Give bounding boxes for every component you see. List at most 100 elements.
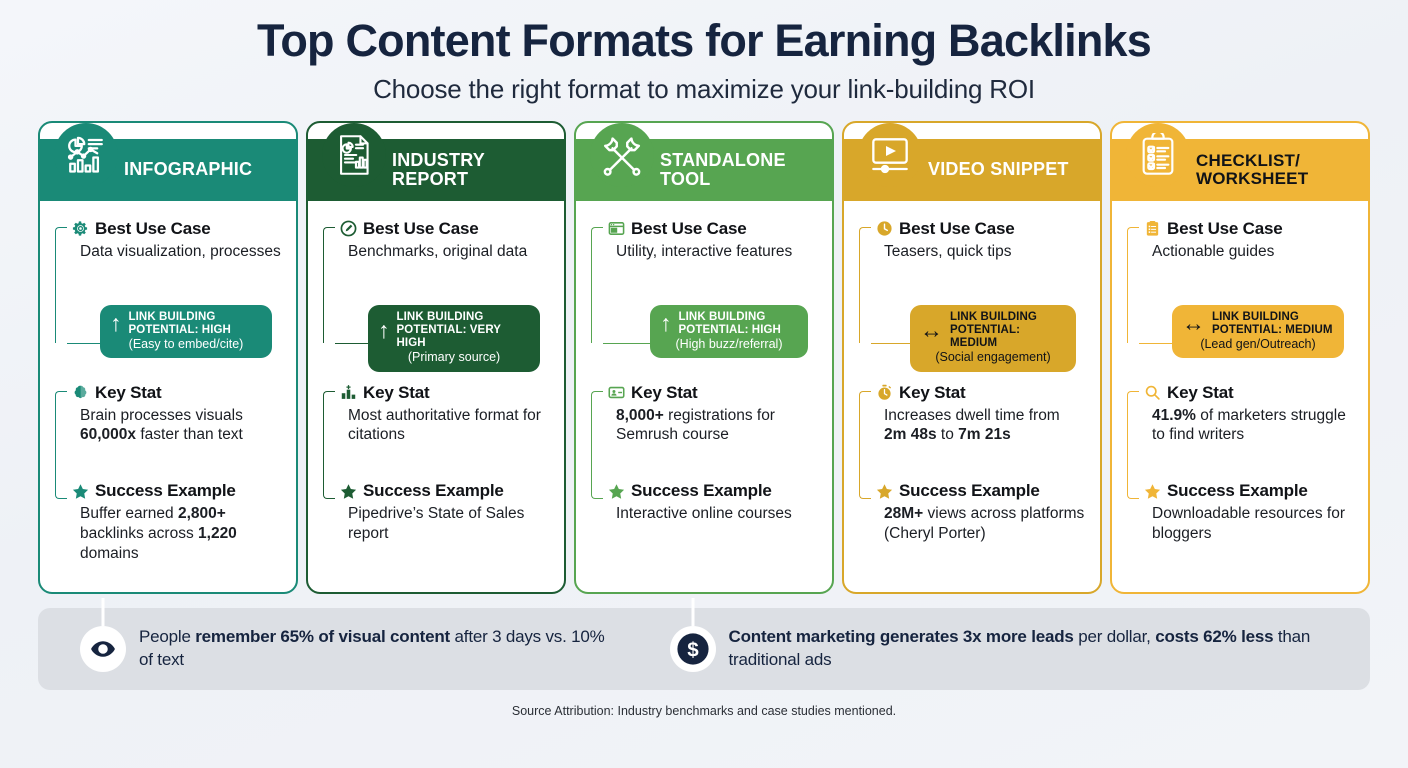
footer-stats-bar: People remember 65% of visual content af… bbox=[38, 607, 1370, 690]
link-potential-sublabel: (High buzz/referral) bbox=[675, 336, 783, 351]
card-body: Best Use Case Benchmarks, original data … bbox=[308, 201, 564, 592]
card-title: INDUSTRY REPORT bbox=[392, 149, 485, 189]
best-use-case-text: Benchmarks, original data bbox=[348, 242, 528, 260]
key-stat-text: 8,000+ registrations for Semrush course bbox=[616, 406, 775, 444]
key-stat-and-success-section: Key Stat Increases dwell time from 2m 48… bbox=[858, 383, 1086, 544]
clock-icon bbox=[876, 220, 893, 237]
card-title: CHECKLIST/ WORKSHEET bbox=[1196, 150, 1309, 188]
wrench-tools-icon bbox=[590, 122, 654, 187]
key-stat-text: Increases dwell time from 2m 48s to 7m 2… bbox=[884, 406, 1060, 444]
link-potential-label: LINK BUILDING POTENTIAL: HIGH bbox=[128, 310, 231, 336]
link-building-potential-badge: ↑ LINK BUILDING POTENTIAL: HIGH (Easy to… bbox=[100, 304, 272, 359]
link-potential-label: LINK BUILDING POTENTIAL: VERY HIGH bbox=[396, 310, 501, 349]
success-example-text: Interactive online courses bbox=[616, 505, 792, 523]
star-icon bbox=[608, 483, 625, 500]
page-subtitle: Choose the right format to maximize your… bbox=[373, 73, 1035, 104]
success-example-heading: Success Example bbox=[72, 481, 282, 501]
gear-icon bbox=[72, 220, 89, 237]
link-potential-sublabel: (Primary source) bbox=[407, 349, 501, 364]
page-header: Top Content Formats for Earning Backlink… bbox=[0, 0, 1408, 105]
format-card[interactable]: VIDEO SNIPPET Best Use Case Teasers, qui… bbox=[842, 120, 1102, 594]
success-example-text: 28M+ views across platforms (Cheryl Port… bbox=[884, 505, 1085, 542]
card-body: Best Use Case Teasers, quick tips ↔ LINK… bbox=[844, 201, 1100, 592]
card-title: INFOGRAPHIC bbox=[124, 159, 253, 180]
dollar-icon: $ bbox=[669, 625, 716, 672]
best-use-case-section: Best Use Case Actionable guides ↔ LINK B… bbox=[1126, 219, 1354, 369]
best-use-case-text: Teasers, quick tips bbox=[884, 242, 1012, 260]
key-stat-and-success-section: Key Stat Most authoritative format for c… bbox=[322, 383, 550, 544]
card-header: VIDEO SNIPPET bbox=[844, 122, 1100, 201]
svg-text:$: $ bbox=[687, 638, 699, 661]
link-potential-sublabel: (Social engagement) bbox=[935, 349, 1051, 364]
card-body: Best Use Case Data visualization, proces… bbox=[40, 201, 296, 592]
card-header: CHECKLIST/ WORKSHEET bbox=[1112, 122, 1368, 201]
card-title: VIDEO SNIPPET bbox=[928, 159, 1069, 180]
success-example-heading: Success Example bbox=[876, 481, 1086, 501]
key-stat-heading: Key Stat bbox=[72, 383, 282, 403]
success-example-heading: Success Example bbox=[340, 481, 550, 501]
report-document-icon bbox=[322, 122, 386, 187]
link-potential-arrow-icon: ↑ bbox=[660, 310, 672, 337]
link-building-potential-badge: ↔ LINK BUILDING POTENTIAL: MEDIUM (Socia… bbox=[910, 304, 1076, 372]
best-use-case-heading: Best Use Case bbox=[608, 219, 818, 239]
success-example-heading: Success Example bbox=[608, 481, 818, 501]
link-building-potential-badge: ↑ LINK BUILDING POTENTIAL: VERY HIGH (Pr… bbox=[368, 304, 540, 372]
brain-icon bbox=[72, 384, 89, 401]
footer-stat: People remember 65% of visual content af… bbox=[38, 625, 618, 672]
link-potential-label: LINK BUILDING POTENTIAL: MEDIUM bbox=[950, 310, 1037, 349]
format-card[interactable]: INDUSTRY REPORT Best Use Case Benchmarks… bbox=[306, 120, 566, 594]
bar-chart-icon bbox=[340, 384, 357, 401]
star-icon bbox=[876, 483, 893, 500]
key-stat-text: Most authoritative format for citations bbox=[348, 406, 541, 444]
pen-circle-icon bbox=[340, 220, 357, 237]
link-potential-sublabel: (Lead gen/Outreach) bbox=[1200, 336, 1316, 351]
best-use-case-text: Utility, interactive features bbox=[616, 242, 793, 260]
best-use-case-text: Actionable guides bbox=[1152, 242, 1275, 260]
card-header: INFOGRAPHIC bbox=[40, 122, 296, 201]
card-title: STANDALONE TOOL bbox=[660, 149, 786, 189]
key-stat-heading: Key Stat bbox=[876, 383, 1086, 403]
card-body: Best Use Case Utility, interactive featu… bbox=[576, 201, 832, 592]
key-stat-and-success-section: Key Stat 41.9% of marketers struggle to … bbox=[1126, 383, 1354, 544]
success-example-text: Buffer earned 2,800+ backlinks across 1,… bbox=[80, 505, 237, 562]
video-player-icon bbox=[858, 122, 922, 187]
eye-icon bbox=[80, 625, 126, 672]
best-use-case-section: Best Use Case Utility, interactive featu… bbox=[590, 219, 818, 369]
clipboard-icon bbox=[1144, 220, 1161, 237]
key-stat-text: Brain processes visuals 60,000x faster t… bbox=[80, 406, 243, 444]
best-use-case-text: Data visualization, processes bbox=[80, 242, 281, 260]
key-stat-heading: Key Stat bbox=[608, 383, 818, 403]
format-card[interactable]: CHECKLIST/ WORKSHEET Best Use Case Actio… bbox=[1110, 120, 1370, 594]
id-card-icon bbox=[608, 384, 625, 401]
best-use-case-heading: Best Use Case bbox=[340, 219, 550, 239]
success-example-text: Pipedrive’s State of Sales report bbox=[348, 505, 525, 542]
source-attribution: Source Attribution: Industry benchmarks … bbox=[511, 703, 897, 718]
key-stat-and-success-section: Key Stat Brain processes visuals 60,000x… bbox=[54, 383, 282, 564]
card-header: STANDALONE TOOL bbox=[576, 122, 832, 201]
success-example-text: Downloadable resources for bloggers bbox=[1152, 505, 1345, 542]
best-use-case-heading: Best Use Case bbox=[876, 219, 1086, 239]
chart-infographic-icon bbox=[54, 122, 118, 187]
browser-window-icon bbox=[608, 220, 625, 237]
card-body: Best Use Case Actionable guides ↔ LINK B… bbox=[1112, 201, 1368, 592]
best-use-case-section: Best Use Case Data visualization, proces… bbox=[54, 219, 282, 369]
footer-stat-text: People remember 65% of visual content af… bbox=[139, 627, 605, 669]
key-stat-heading: Key Stat bbox=[1144, 383, 1354, 403]
star-icon bbox=[340, 483, 357, 500]
footer-stat-text: Content marketing generates 3x more lead… bbox=[728, 627, 1311, 669]
footer-stat: $ Content marketing generates 3x more le… bbox=[618, 625, 1370, 672]
link-building-potential-badge: ↔ LINK BUILDING POTENTIAL: MEDIUM (Lead … bbox=[1172, 304, 1344, 359]
format-cards-row: INFOGRAPHIC Best Use Case Data visualiza… bbox=[0, 105, 1408, 594]
star-icon bbox=[72, 483, 89, 500]
link-building-potential-badge: ↑ LINK BUILDING POTENTIAL: HIGH (High bu… bbox=[650, 304, 808, 359]
format-card[interactable]: INFOGRAPHIC Best Use Case Data visualiza… bbox=[38, 120, 298, 594]
magnifier-icon bbox=[1144, 384, 1161, 401]
link-potential-label: LINK BUILDING POTENTIAL: MEDIUM bbox=[1212, 310, 1333, 336]
link-potential-arrow-icon: ↔ bbox=[1182, 310, 1205, 337]
link-potential-arrow-icon: ↔ bbox=[920, 316, 943, 343]
format-card[interactable]: STANDALONE TOOL Best Use Case Utility, i… bbox=[574, 120, 834, 594]
card-header: INDUSTRY REPORT bbox=[308, 122, 564, 201]
success-example-heading: Success Example bbox=[1144, 481, 1354, 501]
key-stat-and-success-section: Key Stat 8,000+ registrations for Semrus… bbox=[590, 383, 818, 524]
link-potential-arrow-icon: ↑ bbox=[378, 316, 390, 343]
